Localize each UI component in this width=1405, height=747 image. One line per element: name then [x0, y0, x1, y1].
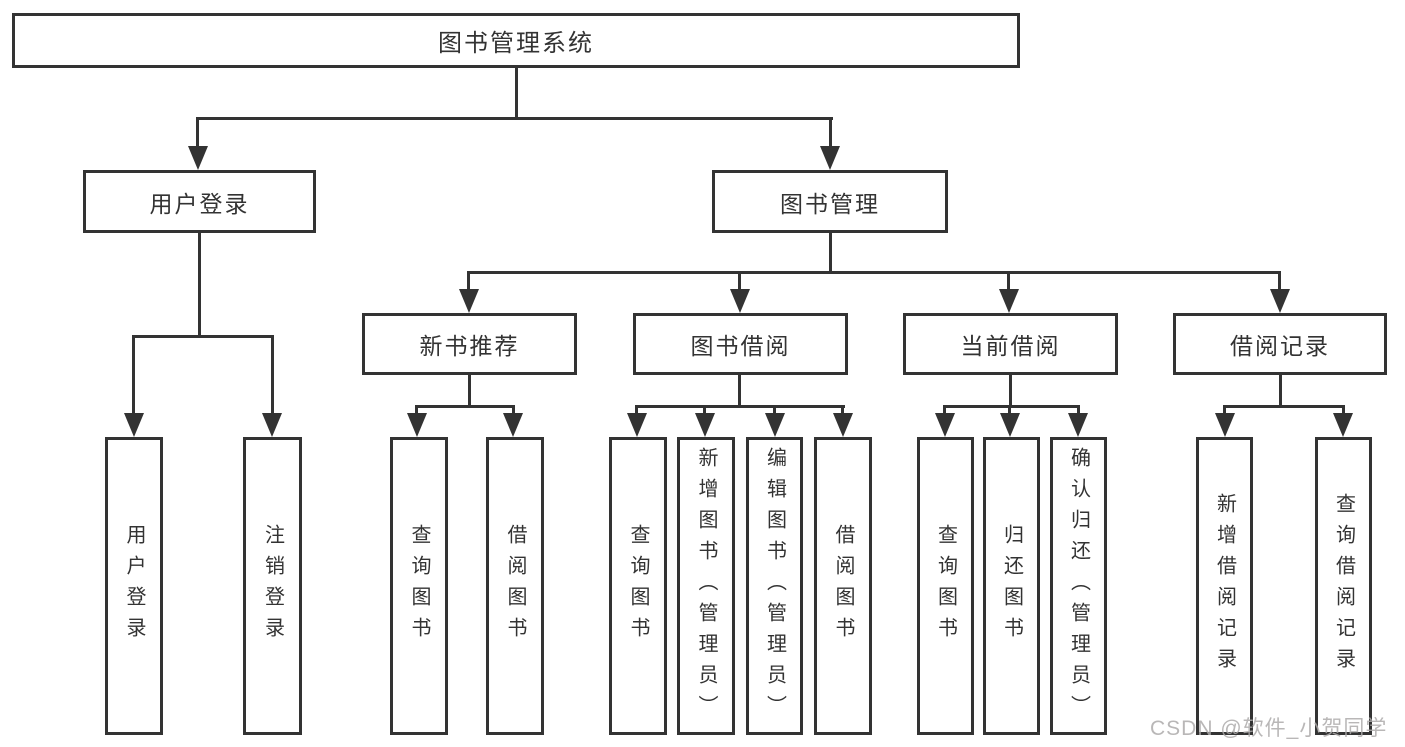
leaf-logout: 注销登录 — [243, 437, 302, 735]
connector-line — [829, 233, 832, 274]
leaf-confirm-return-admin: 确认归还（管理员） — [1050, 437, 1107, 735]
arrow-down-icon — [503, 413, 523, 437]
leaf-query-borrow-record: 查询借阅记录 — [1315, 437, 1372, 735]
connector-line — [773, 405, 776, 417]
leaf-query-books-borrowing: 查询图书 — [609, 437, 667, 735]
connector-line — [512, 405, 515, 417]
arrow-down-icon — [999, 289, 1019, 313]
connector-line — [468, 375, 471, 407]
connector-line — [1278, 271, 1281, 293]
node-book-management: 图书管理 — [712, 170, 948, 233]
connector-line — [1007, 271, 1010, 293]
leaf-return-books: 归还图书 — [983, 437, 1040, 735]
leaf-borrow-books-borrowing: 借阅图书 — [814, 437, 872, 735]
connector-line — [1009, 375, 1012, 407]
connector-line — [196, 117, 833, 120]
node-borrowing-records: 借阅记录 — [1173, 313, 1387, 375]
watermark-text: CSDN @软件_小贺同学 — [1150, 717, 1388, 740]
leaf-add-book-admin: 新增图书（管理员） — [677, 437, 735, 735]
connector-line — [841, 405, 844, 417]
leaf-add-borrow-record: 新增借阅记录 — [1196, 437, 1253, 735]
node-library-management-system: 图书管理系统 — [12, 13, 1020, 68]
arrow-down-icon — [188, 146, 208, 170]
connector-line — [829, 117, 832, 150]
connector-line — [515, 68, 518, 120]
connector-line — [271, 335, 274, 415]
arrow-down-icon — [124, 413, 144, 437]
leaf-borrow-books-recommend: 借阅图书 — [486, 437, 544, 735]
connector-line — [132, 335, 135, 415]
connector-line — [1077, 405, 1080, 417]
node-current-borrowing: 当前借阅 — [903, 313, 1118, 375]
arrow-down-icon — [1333, 413, 1353, 437]
connector-line — [1223, 405, 1226, 417]
connector-line — [467, 271, 1281, 274]
connector-line — [415, 405, 515, 408]
arrow-down-icon — [730, 289, 750, 313]
leaf-edit-book-admin: 编辑图书（管理员） — [746, 437, 803, 735]
arrow-down-icon — [627, 413, 647, 437]
leaf-query-books-current: 查询图书 — [917, 437, 974, 735]
arrow-down-icon — [407, 413, 427, 437]
connector-line — [198, 233, 201, 338]
connector-line — [635, 405, 638, 417]
leaf-user-login: 用户登录 — [105, 437, 163, 735]
connector-line — [943, 405, 946, 417]
connector-line — [1223, 405, 1345, 408]
connector-line — [196, 117, 199, 150]
arrow-down-icon — [262, 413, 282, 437]
connector-line — [1008, 405, 1011, 417]
connector-line — [738, 375, 741, 407]
arrow-down-icon — [1000, 413, 1020, 437]
connector-line — [132, 335, 274, 338]
connector-line — [1342, 405, 1345, 417]
arrow-down-icon — [1215, 413, 1235, 437]
connector-line — [943, 405, 1080, 408]
leaf-query-books-recommend: 查询图书 — [390, 437, 448, 735]
arrow-down-icon — [935, 413, 955, 437]
node-new-book-recommend: 新书推荐 — [362, 313, 577, 375]
arrow-down-icon — [820, 146, 840, 170]
connector-line — [635, 405, 845, 408]
arrow-down-icon — [765, 413, 785, 437]
arrow-down-icon — [833, 413, 853, 437]
node-user-login: 用户登录 — [83, 170, 316, 233]
node-book-borrowing: 图书借阅 — [633, 313, 848, 375]
connector-line — [738, 271, 741, 293]
connector-line — [1279, 375, 1282, 407]
arrow-down-icon — [695, 413, 715, 437]
arrow-down-icon — [1270, 289, 1290, 313]
connector-line — [467, 271, 470, 293]
arrow-down-icon — [459, 289, 479, 313]
arrow-down-icon — [1068, 413, 1088, 437]
connector-line — [703, 405, 706, 417]
connector-line — [415, 405, 418, 417]
